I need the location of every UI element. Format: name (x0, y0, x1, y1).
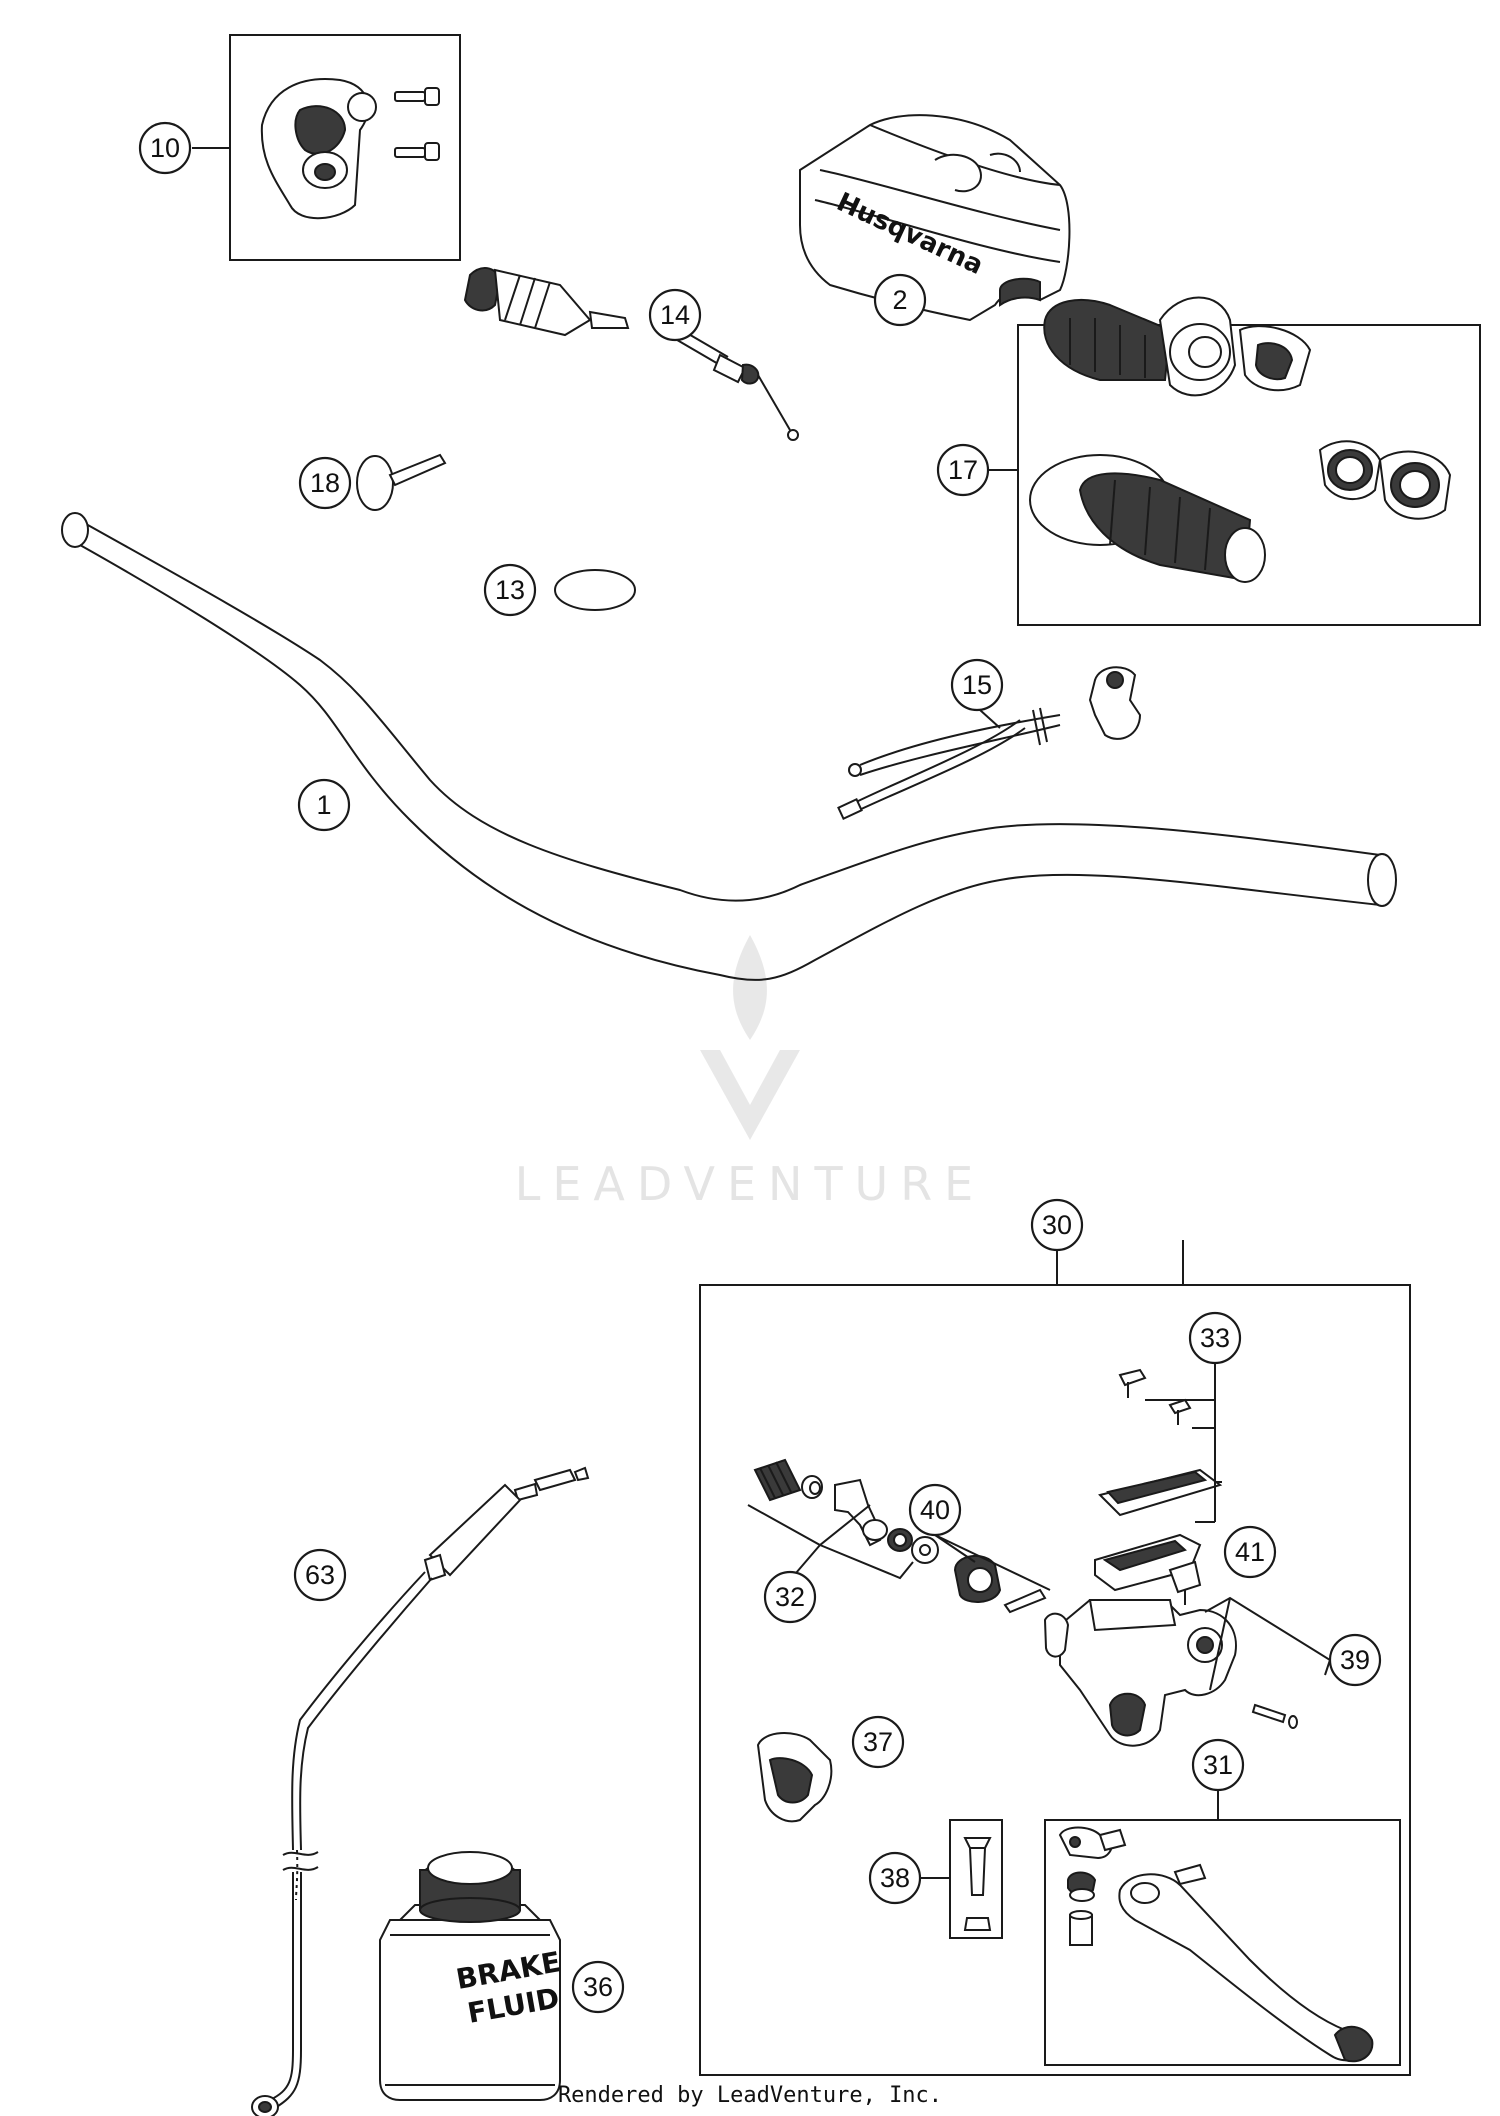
callout-2: 2 (873, 273, 927, 327)
brake-lever (1058, 1826, 1374, 2063)
reservoir-cover (1094, 1368, 1223, 1592)
kill-switch (837, 666, 1142, 820)
callout-33-label: 33 (1200, 1323, 1230, 1353)
callout-10: 10 (138, 121, 192, 175)
callout-38-label: 38 (880, 1863, 910, 1893)
callout-63: 63 (293, 1548, 347, 1602)
callout-2-label: 2 (892, 285, 907, 315)
grip-set (1029, 296, 1452, 583)
boot-and-pin (934, 1534, 1051, 1614)
callout-39-label: 39 (1340, 1645, 1370, 1675)
callout-18: 18 (298, 456, 352, 510)
callout-17: 17 (936, 443, 990, 497)
callout-40-label: 40 (920, 1495, 950, 1525)
callout-37: 37 (851, 1715, 905, 1769)
master-cylinder (1043, 1560, 1237, 1747)
callout-14-label: 14 (660, 300, 690, 330)
callout-13: 13 (483, 563, 537, 617)
callout-41-label: 41 (1235, 1537, 1265, 1567)
master-cylinder-kit-box (699, 1284, 1411, 2076)
callout-39: 39 (1328, 1633, 1382, 1687)
grip-set-box (1017, 324, 1481, 626)
watermark-logo-icon (700, 935, 800, 1140)
callout-36-label: 36 (583, 1972, 613, 2002)
callout-14: 14 (648, 288, 702, 342)
lever-box (1044, 1819, 1401, 2066)
callout-37-label: 37 (863, 1727, 893, 1757)
callout-1-label: 1 (316, 790, 331, 820)
callout-17-label: 17 (948, 455, 978, 485)
lever-bolt (963, 1837, 992, 1931)
throttle-cable (463, 267, 799, 441)
o-ring (554, 569, 636, 611)
pivot-pin (1204, 1596, 1332, 1729)
callout-30-label: 30 (1042, 1210, 1072, 1240)
brake-fluid-bottle: BRAKE FLUID (379, 1851, 563, 2101)
brake-line (251, 1466, 590, 2116)
callout-40: 40 (908, 1483, 962, 1537)
cable-tie (356, 453, 447, 511)
callout-63-label: 63 (305, 1560, 335, 1590)
callout-30: 30 (1030, 1198, 1084, 1252)
callout-33: 33 (1188, 1311, 1242, 1365)
piston-kit (747, 1458, 939, 1581)
handlebar-clamp (260, 78, 440, 220)
callout-32-label: 32 (775, 1582, 805, 1612)
callout-36: 36 (571, 1960, 625, 2014)
callout-31-label: 31 (1203, 1750, 1233, 1780)
callout-1: 1 (297, 778, 351, 832)
callout-41: 41 (1223, 1525, 1277, 1579)
callout-31: 31 (1191, 1738, 1245, 1792)
footer-credit: Rendered by LeadVenture, Inc. (558, 2083, 942, 2108)
callout-13-label: 13 (495, 575, 525, 605)
callout-15-label: 15 (962, 670, 992, 700)
handlebar-pad: Husqvarna (799, 114, 1071, 322)
leader-lines (192, 147, 1184, 1285)
callout-38: 38 (868, 1851, 922, 1905)
callout-15: 15 (950, 658, 1004, 712)
callout-10-label: 10 (150, 133, 180, 163)
watermark-text: LEADVENTURE (515, 1157, 986, 1211)
callout-18-label: 18 (310, 468, 340, 498)
lever-guard (756, 1732, 833, 1823)
handlebar (61, 512, 1397, 981)
callout-32: 32 (763, 1570, 817, 1624)
